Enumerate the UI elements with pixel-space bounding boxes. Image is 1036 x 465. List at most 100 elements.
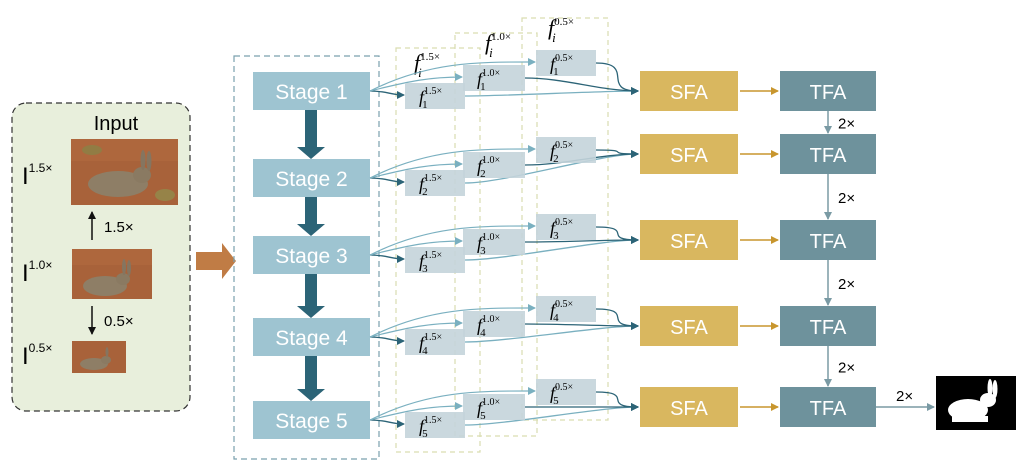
feature-box: f1.5×3 [405,247,465,275]
feature-box: f0.5×4 [536,296,596,324]
stage-to-feature-arrow [369,144,536,179]
svg-text:f1.5×4: f1.5×4 [419,332,442,357]
feature-sup: 1.5× [424,86,442,97]
stage-to-feature-arrow [369,57,536,92]
stage-5: Stage 5 [253,401,370,439]
stage-3: Stage 3 [253,236,370,318]
feature-box: f1.0×4 [463,311,525,339]
upsample-label: 2× [838,276,855,293]
svg-text:f1.0×3: f1.0×3 [477,232,500,257]
feature-sup: 0.5× [555,382,573,393]
sfa-block-4: SFA [640,306,738,346]
feature-box: f1.0×2 [463,152,525,180]
stage-label: Stage 1 [275,81,347,104]
feature-sub: 5 [480,410,486,422]
stage-to-feature-arrow [369,90,405,99]
feature-sup: 1.0× [482,314,500,325]
sfa-label: SFA [670,398,708,420]
stage-to-feature-arrow [369,402,463,421]
feature-box: f0.5×1 [536,50,596,78]
rabbit-image-medium [72,249,152,299]
feature-box: f1.0×3 [463,229,525,257]
rabbit-image-small [72,341,126,373]
sfa-block-1: SFA [640,71,738,111]
feature-sup: 0.5× [555,140,573,151]
svg-text:f0.5×4: f0.5×4 [550,299,573,324]
stage-to-feature-arrow [369,419,405,428]
tfa-block-4: TFA [780,306,876,346]
svg-text:f1.0×2: f1.0×2 [477,155,500,180]
tfa-block-3: TFA [780,220,876,260]
input-flow-arrow [196,243,236,279]
feature-sub: 4 [480,327,486,339]
stage-to-feature-arrow [369,160,463,179]
feature-to-sfa-arrow [524,236,639,245]
feature-box: f1.0×1 [463,65,525,93]
upsample-label: 2× [896,388,913,405]
feature-sub: 3 [480,245,486,257]
tfa-label: TFA [810,82,847,104]
feature-sup: 1.5× [424,415,442,426]
feature-sub: 3 [422,263,428,275]
feature-group-label-1-5: f1.5×i [414,50,440,80]
feature-group-0-5-box [521,17,609,421]
svg-text:f0.5×2: f0.5×2 [550,140,573,165]
feature-to-sfa-arrow [595,308,639,330]
sfa-label: SFA [670,317,708,339]
upsample-label: 2× [838,360,855,377]
upsample-label: 2× [838,190,855,207]
feature-box: f0.5×2 [536,137,596,165]
feature-to-sfa-arrow [524,321,639,330]
svg-text:f0.5×1: f0.5×1 [550,53,573,78]
output-saliency-mask [936,376,1016,430]
feature-sup: 1.0× [482,232,500,243]
feature-box: f1.5×1 [405,83,465,111]
feature-sup: 1.0× [482,155,500,166]
feature-sup: 0.5× [555,299,573,310]
stage-to-feature-arrow [369,303,536,338]
feature-sub: 4 [553,312,559,324]
feature-sub: 2 [553,153,559,165]
feature-sub: 1 [553,66,559,78]
stage-to-feature-arrow [369,221,536,256]
stage-4: Stage 4 [253,318,370,401]
feature-group-1-5-box [395,47,481,453]
feature-to-sfa-arrow [595,62,639,95]
feature-sup: 1.5× [424,250,442,261]
encoder-dashed-box [233,55,380,460]
stage-down-arrow [297,110,325,159]
stage-label: Stage 3 [275,245,347,268]
feature-group-label-0-5: f0.5×i [548,15,574,45]
svg-text:f1.5×2: f1.5×2 [419,173,442,198]
tfa-label: TFA [810,398,847,420]
feature-sup: 1.5× [424,173,442,184]
feature-sub: 3 [553,230,559,242]
sfa-block-2: SFA [640,134,738,174]
feature-sub: 5 [422,428,428,440]
svg-text:f0.5×5: f0.5×5 [550,382,573,407]
tfa-label: TFA [810,231,847,253]
svg-text:f1.5×5: f1.5×5 [419,415,442,440]
tfa-block-1: TFA [780,71,876,111]
feature-sub: 1 [422,99,428,111]
stage-label: Stage 2 [275,168,347,191]
rabbit-image-large [71,139,178,205]
sfa-block-5: SFA [640,387,738,427]
feature-box: f1.5×5 [405,412,465,440]
stage-to-feature-arrow [369,254,405,263]
stage-down-arrow [297,356,325,401]
svg-text:f1.0×4: f1.0×4 [477,314,500,339]
stage-down-arrow [297,197,325,236]
feature-box: f1.0×5 [463,394,525,422]
feature-sub: 2 [422,186,428,198]
feature-sup: 0.5× [555,53,573,64]
input-scale-1-0-label: I1.0× [22,258,52,287]
feature-sub: 4 [422,345,428,357]
stage-1: Stage 1 [253,72,370,159]
sfa-label: SFA [670,231,708,253]
